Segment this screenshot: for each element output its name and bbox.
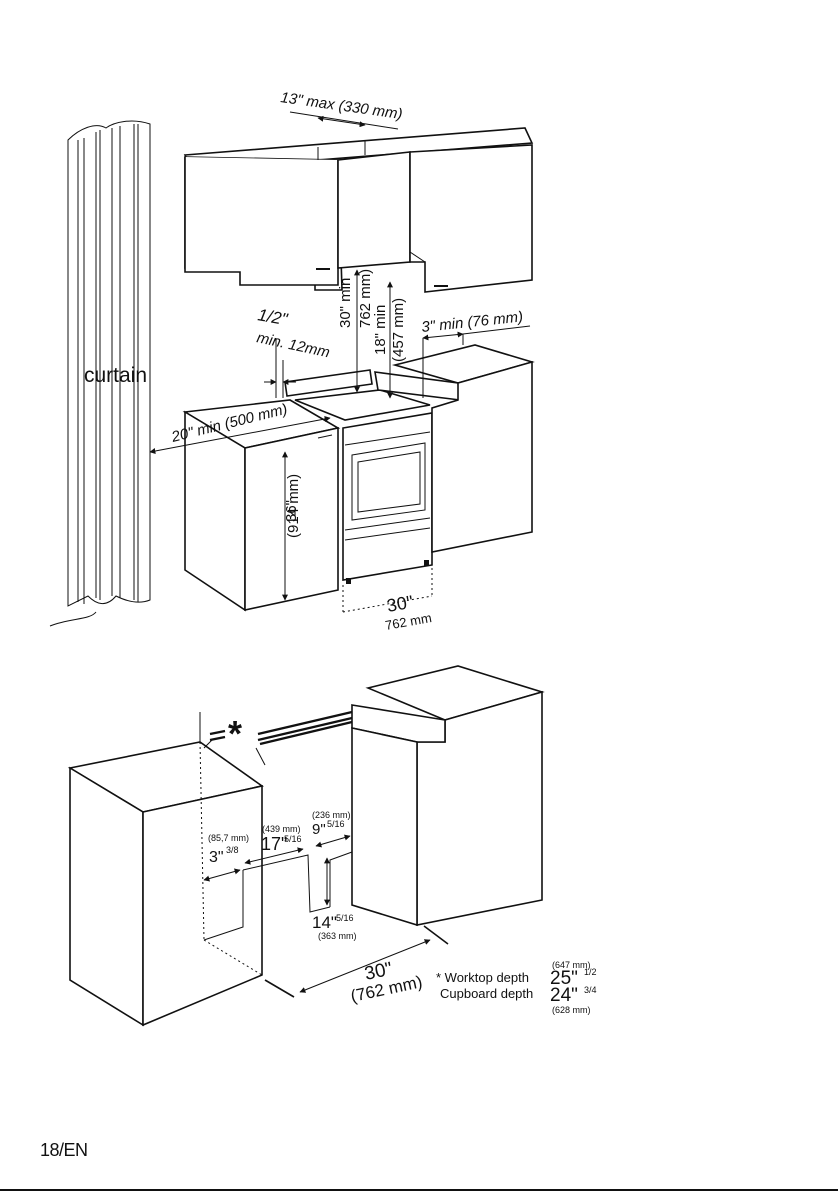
worktop-height-mm-label: (914 mm) <box>285 474 302 538</box>
hood-clearance-label: 30" min <box>337 278 354 328</box>
page-number: 18/EN <box>40 1140 88 1161</box>
cabinet-clearance-mm-label: (457 mm) <box>390 298 407 362</box>
cooker-width-label: 30" <box>385 592 414 616</box>
side-gap-label: 3" min (76 mm) <box>421 308 524 336</box>
worktop-depth-label: * Worktop depth <box>436 970 529 985</box>
dim-3-in: 3" <box>209 849 224 866</box>
worktop-depth-frac: 1/2 <box>584 967 597 977</box>
upper-cabinets <box>185 128 532 292</box>
cabinet-clearance-label: 18" min <box>372 305 389 355</box>
half-inch-min-label: min. 12mm <box>255 329 331 361</box>
cupboard-depth-in: 24" <box>550 985 578 1006</box>
max-gap-label: 13" max (330 mm) <box>279 89 403 123</box>
dim-14-frac: 5/16 <box>336 913 354 923</box>
curtain-label: curtain <box>84 364 147 387</box>
dim-9-frac: 5/16 <box>327 819 345 829</box>
dim-14-in: 14" <box>312 913 337 932</box>
cupboard-depth-frac: 3/4 <box>584 985 597 995</box>
asterisk-mark: * <box>228 713 242 754</box>
dim-363-mm: (363 mm) <box>318 931 357 941</box>
half-inch-label: 1/2" <box>256 305 289 329</box>
cupboard-depth-mm: (628 mm) <box>552 1005 591 1015</box>
dim-3-frac: 3/8 <box>226 845 239 855</box>
cupboard-depth-label: Cupboard depth <box>440 986 533 1001</box>
dim-857-mm: (85,7 mm) <box>208 833 249 843</box>
dim-17-frac: 5/16 <box>284 834 302 844</box>
dim-9-in: 9" <box>312 821 326 838</box>
dim-439-mm: (439 mm) <box>262 824 301 834</box>
cooker-and-worktops <box>185 345 532 610</box>
